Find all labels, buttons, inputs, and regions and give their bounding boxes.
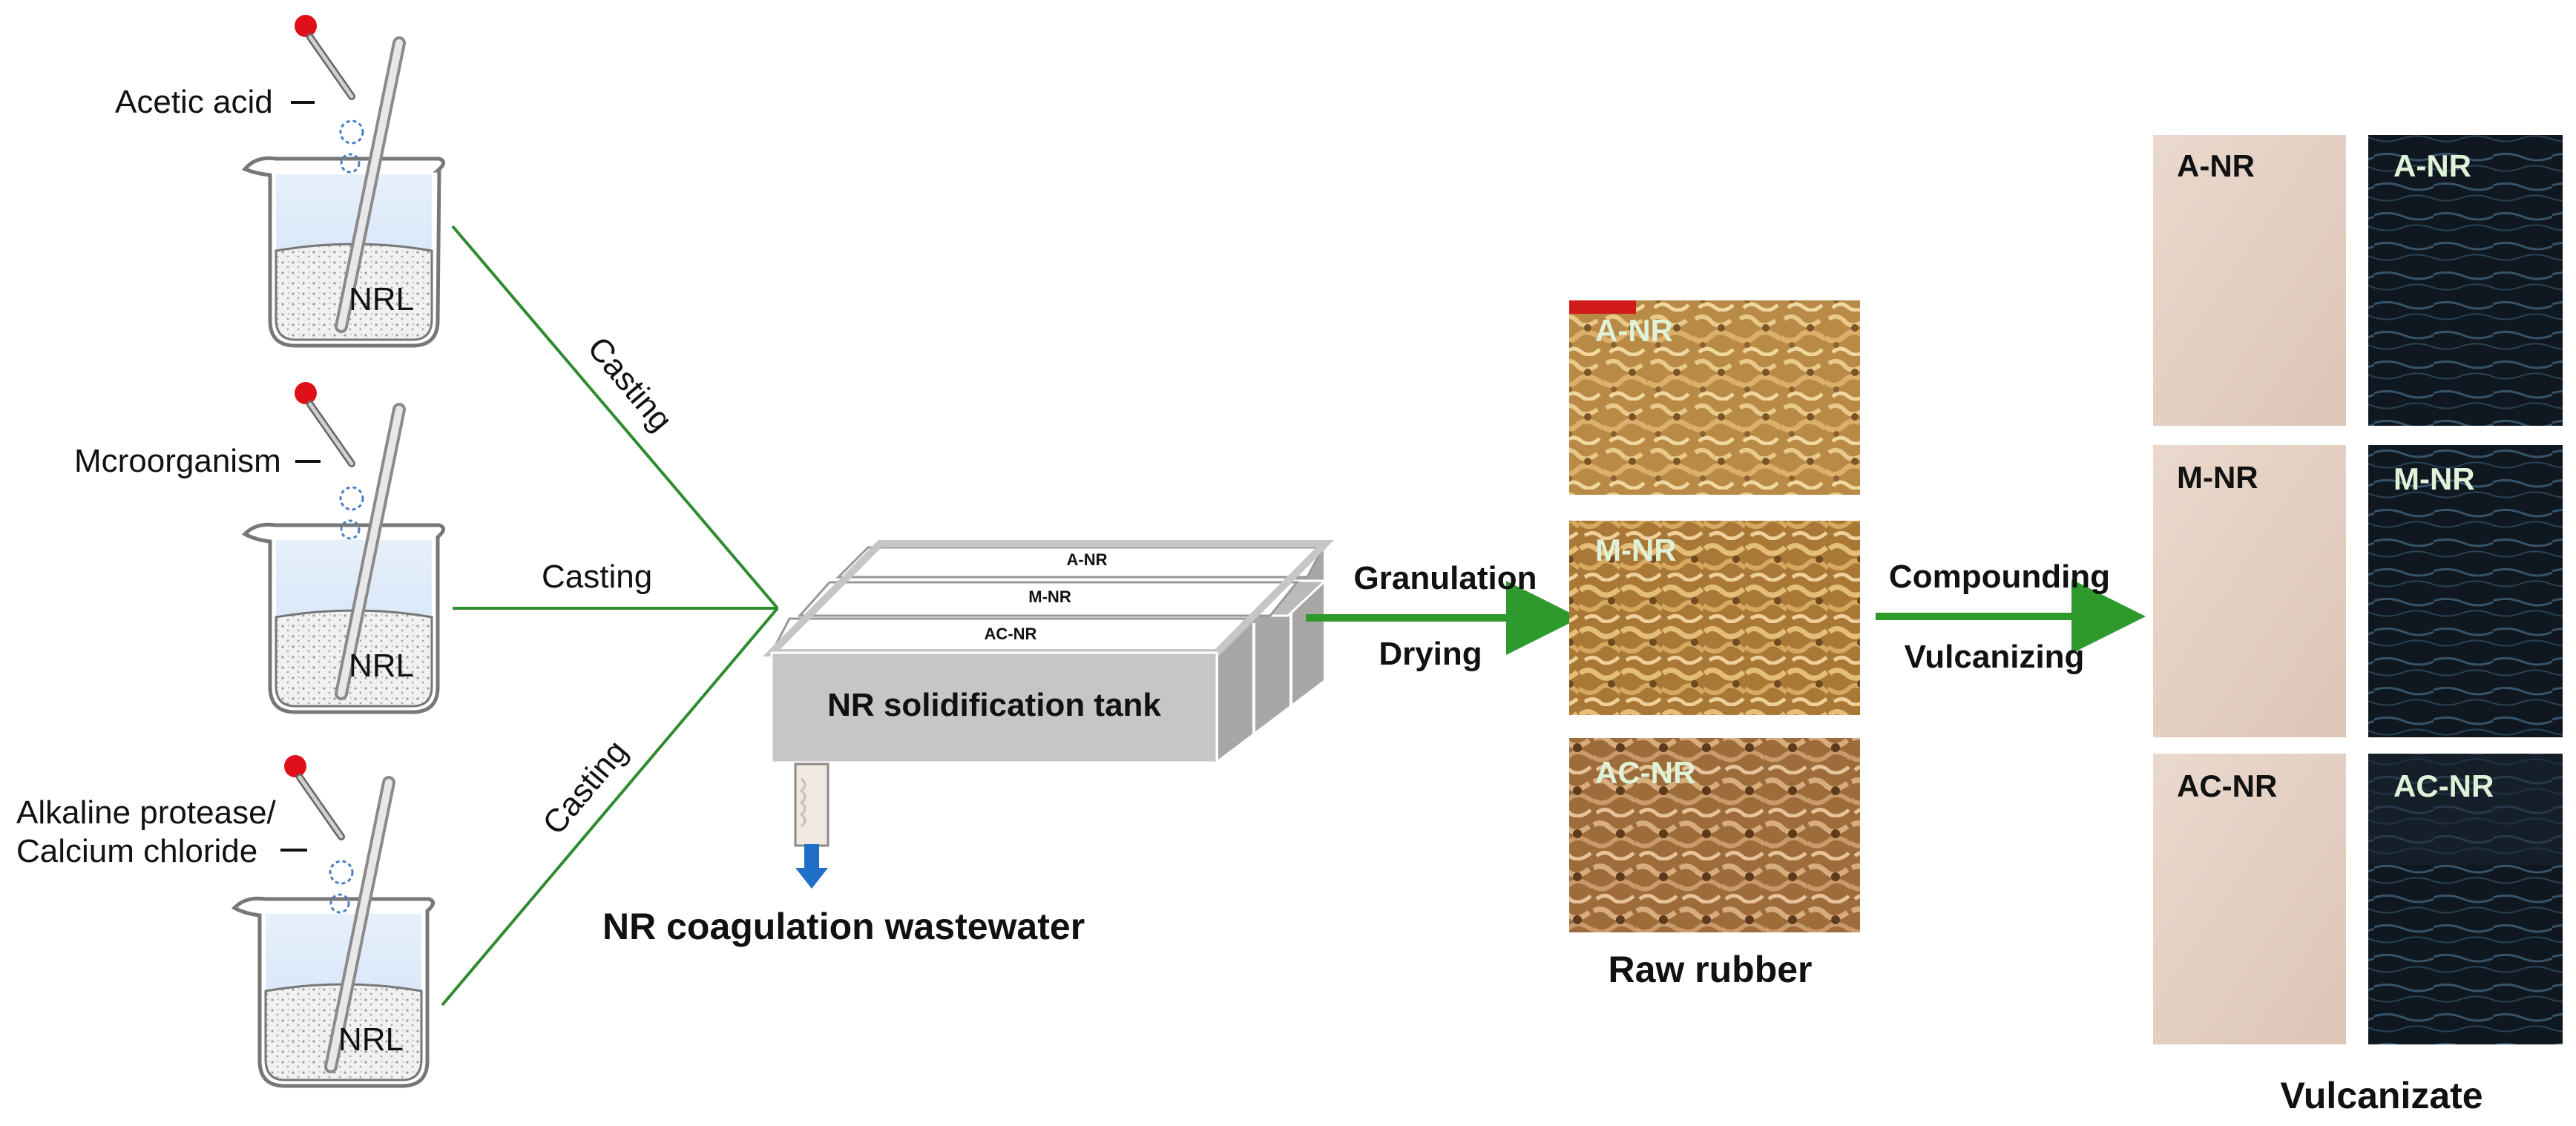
tank-front-face [770,651,1218,764]
raw-rubber-photo-ac [1569,738,1860,932]
vulcanizate-dark-m [2368,445,2563,737]
raw-rubber-label-a: A-NR [1595,313,1673,348]
raw-rubber-panel: A-NR M-NR AC-NR [1569,300,1860,932]
beaker-1-drop [339,119,364,145]
solidification-tank: A-NR M-NR AC-NR NR solidification tank [762,540,1335,889]
reagent-1-label: Acetic acid [115,84,273,120]
casting-label-2: Casting [542,559,652,595]
vulcanizate-light-ac [2153,754,2346,1044]
reagent-2-label: Mcroorganism [74,443,281,479]
casting-line-1 [451,225,779,610]
casting-lines [441,225,779,1007]
raw-rubber-photo-m [1569,521,1860,715]
vulcanizate-panel: A-NR M-NR AC-NR A-NR M-NR AC-NR [2153,135,2563,1044]
reagent-3-label-line2: Calcium chloride [16,833,257,869]
beaker-1-glass [241,156,445,348]
vulcanizate-light-m [2153,445,2346,737]
reagent-3-label-line1: Alkaline protease/ [16,794,277,831]
tank-slot-label-a: A-NR [1067,550,1108,569]
beaker-3-label: NRL [338,1021,404,1058]
vulcanizate-dark-label-a: A-NR [2393,148,2471,183]
beaker-3-drop [329,860,354,885]
step2-bottom-label: Vulcanizing [1905,639,2085,675]
beaker-2: NRL [241,382,445,714]
vulcanizate-dark-label-ac: AC-NR [2393,768,2494,803]
vulcanizate-light-label-a: A-NR [2177,148,2255,183]
raw-rubber-label-m: M-NR [1595,533,1677,567]
tank-slot-label-ac: AC-NR [985,625,1037,643]
drain-pipe [794,763,829,847]
casting-label-3: Casting [536,734,634,842]
vulcanizate-light-label-ac: AC-NR [2177,768,2277,803]
raw-rubber-caption: Raw rubber [1608,949,1812,990]
beaker-2-drop [339,486,364,511]
vulcanizate-caption: Vulcanizate [2280,1075,2483,1116]
step1-bottom-label: Drying [1379,636,1482,672]
beaker-3-dropper-bulb [284,755,306,777]
wastewater-label: NR coagulation wastewater [602,906,1085,947]
tank-title: NR solidification tank [827,687,1161,723]
vulcanizate-light-a [2153,135,2346,426]
raw-rubber-photo-a [1569,300,1860,495]
beaker-3: NRL [231,755,435,1088]
drain-arrow [795,844,828,889]
beaker-2-glass [241,522,445,714]
beaker-2-label: NRL [349,648,414,684]
vulcanizate-light-label-m: M-NR [2177,460,2258,495]
vulcanizate-dark-a [2368,135,2563,426]
vulcanizate-dark-label-m: M-NR [2393,461,2475,496]
beaker-2-dropper-bulb [295,382,317,404]
step1-top-label: Granulation [1354,560,1537,596]
beaker-3-glass [231,896,435,1088]
raw-rubber-label-ac: AC-NR [1595,755,1695,790]
beaker-1-dropper-bulb [295,15,317,37]
casting-label-1: Casting [580,330,679,438]
beaker-1: NRL [241,15,445,348]
tank-slot-label-m: M-NR [1028,587,1071,606]
step2-top-label: Compounding [1889,559,2110,595]
beaker-1-label: NRL [349,281,414,317]
casting-line-3 [441,607,779,1007]
